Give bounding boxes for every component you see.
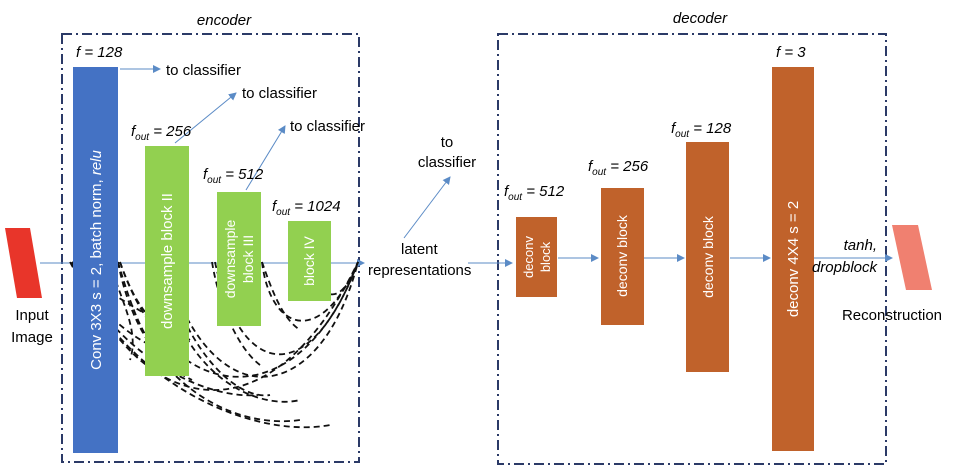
block-iv	[288, 221, 331, 301]
to-classifier-label-1: to classifier	[166, 62, 241, 79]
input-label-line1: Input	[15, 307, 49, 324]
decoder-fout-256-label: fout = 256	[588, 158, 649, 178]
input-image-shape	[5, 228, 42, 298]
input-label-line2: Image	[11, 329, 53, 346]
activation-label-line1: tanh,	[844, 237, 877, 254]
decoder-frame	[497, 33, 887, 465]
encoder-frame	[61, 33, 360, 463]
fout-1024-label: fout = 1024	[272, 198, 341, 218]
downsample-block-iii	[217, 192, 261, 326]
to-classifier-label-3: to classifier	[290, 118, 365, 135]
downsample-block-iii-label: downsample	[222, 219, 238, 298]
decoder-title: decoder	[673, 10, 728, 27]
activation-label-line2: dropblock	[812, 259, 879, 276]
block-iv-label: block IV	[301, 235, 317, 285]
encoder-title: encoder	[197, 12, 252, 29]
to-classifier-arrow-3	[245, 125, 286, 191]
latent-to-classifier-arrow	[403, 176, 451, 239]
decoder-fout-512-label: fout = 512	[504, 183, 565, 203]
to-classifier-label-2: to classifier	[242, 85, 317, 102]
decoder-f-label: f = 3	[776, 44, 806, 61]
reconstruction-shape	[892, 225, 932, 290]
deconv-block-2-label: deconv block	[700, 215, 716, 298]
fout-512-label: fout = 512	[203, 166, 264, 186]
latent-to-label: to	[441, 134, 454, 151]
deconv-block-small-label: deconv	[521, 236, 536, 278]
deconv-block-1-label: deconv block	[614, 214, 630, 297]
downsample-block-ii-label: downsample block II	[159, 193, 176, 329]
reconstruction-label: Reconstruction	[842, 307, 942, 324]
deconv-block-1	[601, 188, 644, 325]
latent-classifier-label: classifier	[418, 154, 476, 171]
deconv-block-small	[516, 217, 557, 297]
deconv-block-small-label-2: block	[538, 241, 553, 272]
decoder-fout-128-label: fout = 128	[671, 120, 732, 140]
fout-256-label: fout = 256	[131, 123, 192, 143]
deconv-final-block	[772, 67, 814, 451]
to-classifier-arrow-2	[174, 92, 237, 144]
downsample-block-iii-label-2: block III	[240, 235, 256, 283]
conv-block	[73, 67, 118, 453]
deconv-final-label: deconv 4X4 s = 2	[785, 201, 802, 317]
deconv-block-2	[686, 142, 729, 372]
downsample-block-ii	[145, 146, 189, 376]
latent-label-line1: latent	[401, 241, 439, 258]
latent-label-line2: representations	[368, 262, 471, 279]
conv-block-label: Conv 3X3 s = 2, batch norm, relu	[88, 149, 105, 369]
encoder-f-label: f = 128	[76, 44, 123, 61]
